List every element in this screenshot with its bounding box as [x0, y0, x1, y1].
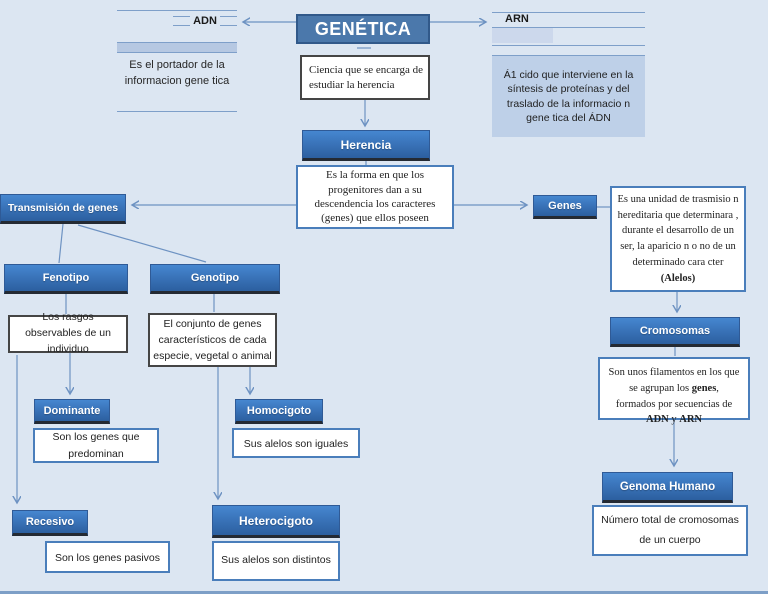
arn-band [492, 28, 553, 43]
cromosomas-bold-arn: ARN [679, 414, 702, 426]
adn-description: Es el portador de la informacion gene ti… [124, 59, 230, 87]
arn-underline [492, 27, 645, 28]
cromosomas-text-2: , formados por secuencias de [615, 382, 733, 410]
herencia-description: Es la forma en que los progenitores dan … [296, 165, 454, 229]
node-heterocigoto: Heterocigoto [212, 505, 340, 538]
node-fenotipo: Fenotipo [4, 264, 128, 294]
fenotipo-description: Los rasgos observables de un individuo [8, 311, 128, 355]
node-homocigoto: Homocigoto [235, 399, 323, 424]
node-cromosomas: Cromosomas [610, 317, 740, 347]
cromosomas-text-3: y [668, 414, 680, 426]
title-genetica: GENÉTICA [296, 14, 430, 44]
cromosomas-bold-genes: genes [691, 382, 717, 394]
dominante-description: Son los genes que predominan [33, 428, 159, 463]
adn-bottom-line [117, 111, 237, 112]
adn-heading: ADN [173, 14, 237, 28]
adn-top-line [117, 10, 237, 11]
recesivo-description: Son los genes pasivos [45, 541, 170, 573]
heterocigoto-description: Sus alelos son distintos [212, 541, 340, 581]
arn-top-line [492, 12, 645, 13]
node-transmision-de-genes: Transmisión de genes [0, 194, 126, 224]
ciencia-description: Ciencia que se encarga de estudiar la he… [300, 55, 430, 100]
adn-band [117, 42, 237, 53]
arn-mid-line [492, 45, 645, 46]
arn-label: ARN [505, 13, 529, 25]
node-genes: Genes [533, 195, 597, 219]
cromosomas-description: Son unos filamentos en los que se agrupa… [598, 357, 750, 425]
node-dominante: Dominante [34, 399, 110, 424]
slide-bottom-edge [0, 591, 768, 594]
genotipo-description: El conjunto de genes característicos de … [148, 313, 277, 367]
cromosomas-bold-adn: ADN [646, 414, 669, 426]
node-genoma-humano: Genoma Humano [602, 472, 733, 503]
cromosomas-text-1: Son unos filamentos en los que se agrupa… [608, 367, 740, 394]
node-recesivo: Recesivo [12, 510, 88, 536]
adn-label: ADN [193, 15, 217, 27]
genes-description-text: Es una unidad de trasmisio n hereditaria… [617, 193, 739, 268]
adn-left-lines [173, 16, 191, 26]
genes-description-alelos: (Alelos) [660, 272, 696, 284]
genoma-description: Número total de cromosomas de un cuerpo [592, 505, 748, 556]
genes-description: Es una unidad de trasmisio n hereditaria… [610, 186, 746, 292]
adn-right-lines [219, 16, 237, 26]
node-genotipo: Genotipo [150, 264, 280, 294]
homocigoto-description: Sus alelos son iguales [232, 428, 360, 458]
arn-description: Á1 cido que interviene en la síntesis de… [492, 55, 645, 137]
node-herencia: Herencia [302, 130, 430, 161]
